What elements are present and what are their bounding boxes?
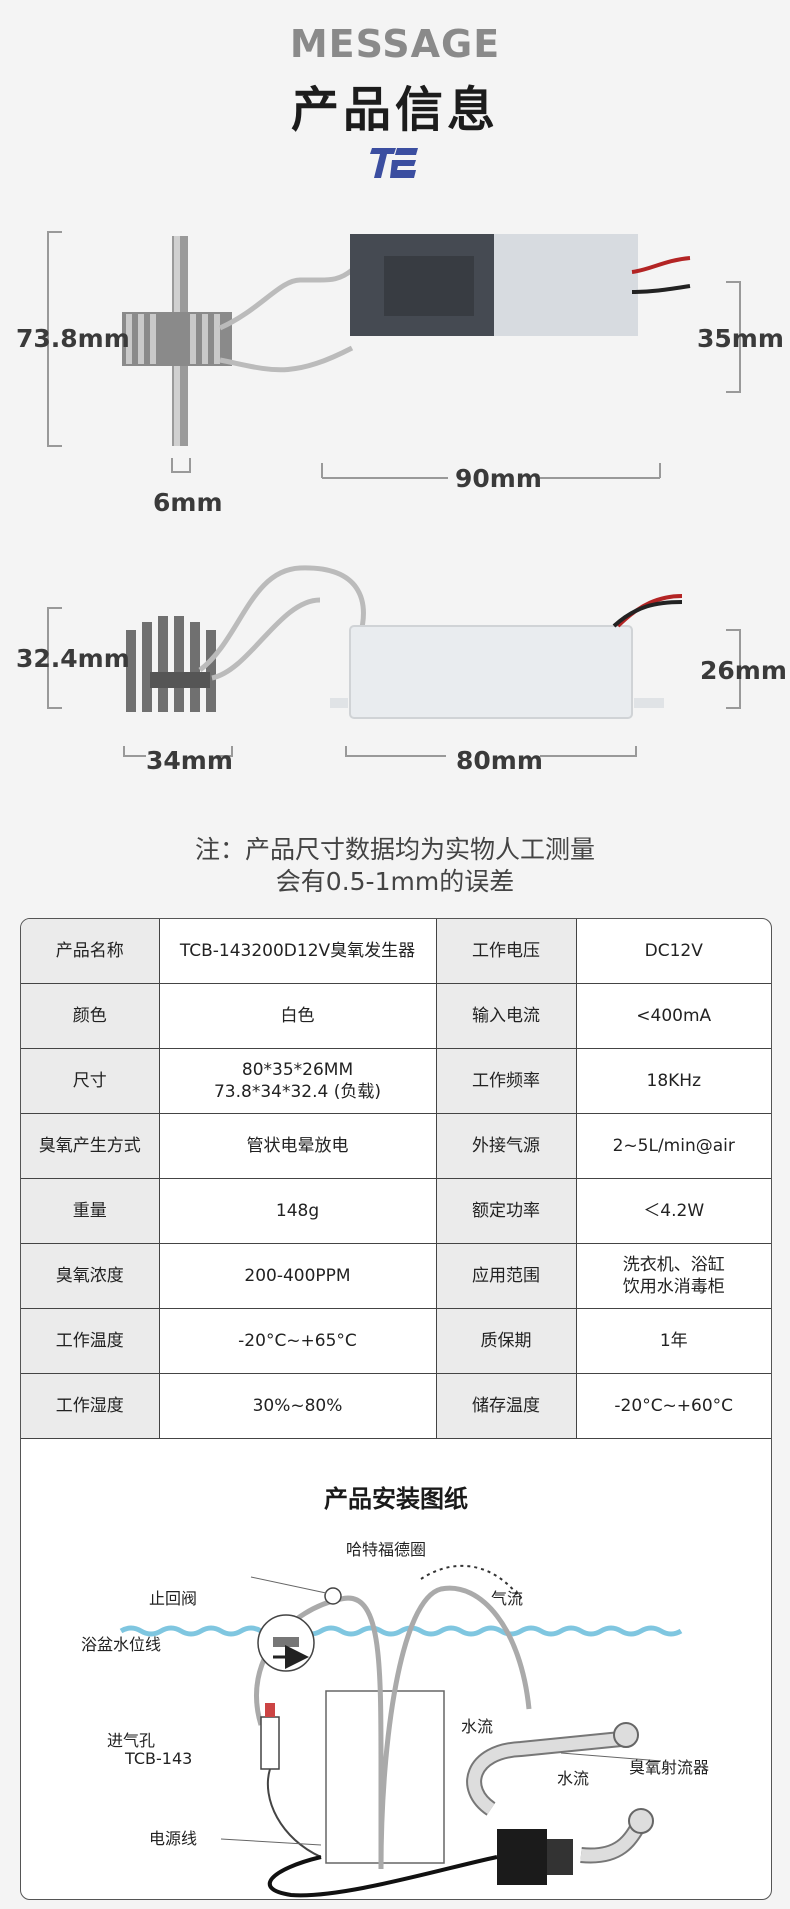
spec-key: 臭氧产生方式 <box>21 1113 160 1179</box>
dim-top-width-box: 90mm <box>455 464 542 493</box>
spec-value: 80*35*26MM 73.8*34*32.4 (负载) <box>158 1048 437 1114</box>
spec-key: 储存温度 <box>435 1373 577 1439</box>
spec-key: 臭氧浓度 <box>21 1243 160 1309</box>
label-airflow: 气流 <box>491 1589 524 1608</box>
install-subtitle: 哈特福德圈 <box>346 1540 427 1559</box>
spec-value: DC12V <box>575 919 771 984</box>
spec-value: TCB-143200D12V臭氧发生器 <box>158 919 437 984</box>
spec-table: 产品名称 TCB-143200D12V臭氧发生器 工作电压 DC12V 颜色 白… <box>21 919 771 1439</box>
spec-key: 颜色 <box>21 983 160 1049</box>
label-check-valve: 止回阀 <box>149 1589 198 1608</box>
spec-value: <400mA <box>575 983 771 1049</box>
spec-value: 2~5L/min@air <box>575 1113 771 1179</box>
table-row: 重量 148g 额定功率 ＜4.2W <box>21 1178 771 1244</box>
spec-key: 工作电压 <box>435 919 577 984</box>
spec-key: 产品名称 <box>21 919 160 984</box>
install-title: 产品安装图纸 <box>324 1485 468 1513</box>
dim-top-height-left: 73.8mm <box>16 324 130 353</box>
spec-value: 洗衣机、浴缸 饮用水消毒柜 <box>575 1243 771 1309</box>
label-model: TCB-143 <box>125 1749 193 1768</box>
spec-key: 工作温度 <box>21 1308 160 1374</box>
label-air-inlet: 进气孔 <box>107 1731 156 1750</box>
dim-top-width-tube: 6mm <box>153 488 223 517</box>
spec-value: 白色 <box>158 983 437 1049</box>
page-title: 产品信息 <box>290 82 499 138</box>
spec-value-line: 73.8*34*32.4 (负载) <box>213 1082 381 1102</box>
spec-key: 外接气源 <box>435 1113 577 1179</box>
spec-value: 18KHz <box>575 1048 771 1114</box>
table-row: 工作温度 -20°C~+65°C 质保期 1年 <box>21 1308 771 1374</box>
dim-side-height-right: 26mm <box>700 656 787 685</box>
table-row: 臭氧浓度 200-400PPM 应用范围 洗衣机、浴缸 饮用水消毒柜 <box>21 1243 771 1309</box>
label-water-flow-2: 水流 <box>557 1769 590 1788</box>
label-power-cord: 电源线 <box>149 1829 198 1848</box>
measurement-note-line2: 会有0.5-1mm的误差 <box>275 867 515 896</box>
table-row: 臭氧产生方式 管状电晕放电 外接气源 2~5L/min@air <box>21 1113 771 1179</box>
spec-key: 工作频率 <box>435 1048 577 1114</box>
spec-value: -20°C~+60°C <box>575 1373 771 1439</box>
spec-key: 尺寸 <box>21 1048 160 1114</box>
spec-key: 额定功率 <box>435 1178 577 1244</box>
spec-value-line: 洗衣机、浴缸 <box>622 1255 725 1275</box>
install-diagram <box>119 1564 683 1898</box>
table-row: 颜色 白色 输入电流 <400mA <box>21 983 771 1049</box>
product-top-view <box>47 231 741 479</box>
table-row: 产品名称 TCB-143200D12V臭氧发生器 工作电压 DC12V <box>21 919 771 984</box>
dim-side-height-left: 32.4mm <box>16 644 130 673</box>
spec-value: -20°C~+65°C <box>158 1308 437 1374</box>
spec-value-line: 饮用水消毒柜 <box>622 1277 725 1297</box>
label-water-flow-1: 水流 <box>461 1717 494 1736</box>
spec-key: 重量 <box>21 1178 160 1244</box>
spec-key: 工作湿度 <box>21 1373 160 1439</box>
spec-value: 148g <box>158 1178 437 1244</box>
brand-logo <box>370 148 418 178</box>
spec-value: 30%~80% <box>158 1373 437 1439</box>
spec-card: 产品名称 TCB-143200D12V臭氧发生器 工作电压 DC12V 颜色 白… <box>20 918 772 1900</box>
spec-value: ＜4.2W <box>575 1178 771 1244</box>
table-row: 尺寸 80*35*26MM 73.8*34*32.4 (负载) 工作频率 18K… <box>21 1048 771 1114</box>
section-eyebrow: MESSAGE <box>289 22 501 66</box>
measurement-note-line1: 注：产品尺寸数据均为实物人工测量 <box>194 835 595 864</box>
dim-side-width-box: 80mm <box>456 746 543 775</box>
dim-top-height-right: 35mm <box>697 324 784 353</box>
spec-value: 200-400PPM <box>158 1243 437 1309</box>
label-ozone-injector: 臭氧射流器 <box>629 1758 710 1777</box>
table-row: 工作湿度 30%~80% 储存温度 -20°C~+60°C <box>21 1373 771 1439</box>
product-side-view <box>47 565 741 757</box>
spec-key: 应用范围 <box>435 1243 577 1309</box>
spec-key: 输入电流 <box>435 983 577 1049</box>
spec-key: 质保期 <box>435 1308 577 1374</box>
dim-side-width-sink: 34mm <box>146 746 233 775</box>
spec-value-line: 80*35*26MM <box>241 1060 354 1080</box>
spec-value: 1年 <box>575 1308 771 1374</box>
label-water-level: 浴盆水位线 <box>81 1635 162 1654</box>
spec-value: 管状电晕放电 <box>158 1113 437 1179</box>
